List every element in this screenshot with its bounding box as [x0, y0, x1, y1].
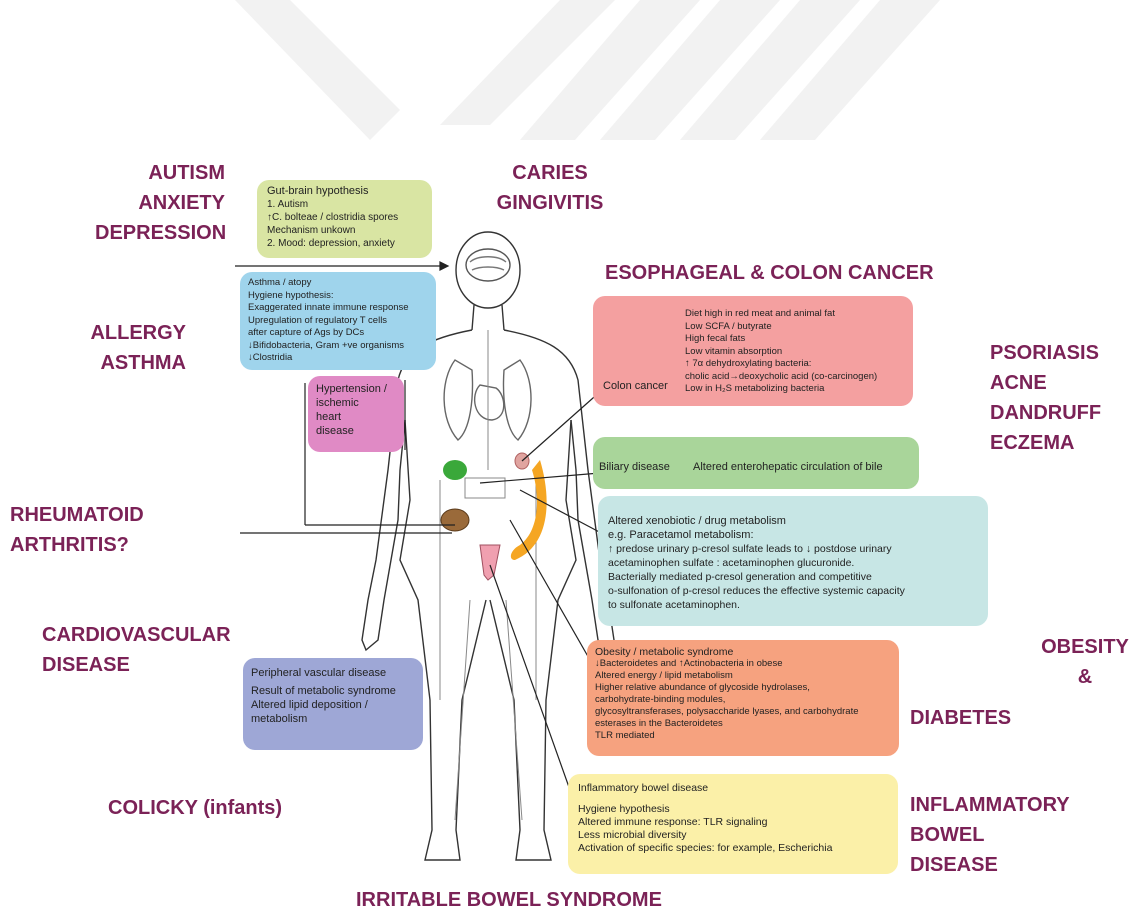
label-arthritis-line: ARTHRITIS?: [10, 530, 144, 560]
box-line: Altered lipid deposition /: [251, 698, 415, 712]
box-line: e.g. Paracetamol metabolism:: [608, 528, 978, 542]
label-depression-line: DEPRESSION: [95, 218, 225, 248]
box-line: Upregulation of regulatory T cells: [248, 315, 428, 328]
label-autism-line: AUTISM: [95, 158, 225, 188]
label-rheumatoid: RHEUMATOID ARTHRITIS?: [10, 500, 144, 560]
label-psoriasis: PSORIASIS ACNE DANDRUFF ECZEMA: [990, 338, 1101, 458]
box-line: glycosyltransferases, polysaccharide lya…: [595, 706, 891, 718]
box-title: Colon cancer: [603, 380, 668, 392]
box-line: Exaggerated innate immune response: [248, 302, 428, 315]
label-diabetes-line: DIABETES: [910, 703, 1011, 733]
box-line: ↓Bifidobacteria, Gram +ve organisms: [248, 340, 428, 353]
box-line: Activation of specific species: for exam…: [578, 842, 888, 855]
label-esophageal-line: ESOPHAGEAL & COLON CANCER: [605, 258, 934, 288]
box-line: TLR mediated: [595, 730, 891, 742]
label-diabetes: DIABETES: [910, 703, 1011, 733]
box-line: Mechanism unkown: [267, 224, 422, 237]
box-asthma: Asthma / atopy Hygiene hypothesis: Exagg…: [240, 272, 436, 370]
box-line: Hygiene hypothesis:: [248, 290, 428, 303]
box-line: Gut-brain hypothesis: [267, 185, 422, 198]
box-line: 1. Autism: [267, 198, 422, 211]
label-cardio-line: CARDIOVASCULAR: [42, 620, 231, 650]
label-anxiety-line: ANXIETY: [95, 188, 225, 218]
box-biliary: Biliary disease Altered enterohepatic ci…: [593, 437, 919, 489]
label-acne-line: ACNE: [990, 368, 1101, 398]
box-line: Less microbial diversity: [578, 829, 888, 842]
box-line: ↓Clostridia: [248, 352, 428, 365]
box-line: Low vitamin absorption: [685, 346, 877, 359]
box-obesity: Obesity / metabolic syndrome ↓Bacteroide…: [587, 640, 899, 756]
box-line: cholic acid→deoxycholic acid (co-carcino…: [685, 371, 877, 384]
label-allergy-line: ALLERGY: [66, 318, 186, 348]
box-line: carbohydrate-binding modules,: [595, 694, 891, 706]
box-line: Altered immune response: TLR signaling: [578, 816, 888, 829]
box-line: Hypertension /: [316, 382, 396, 396]
box-line: after capture of Ags by DCs: [248, 327, 428, 340]
box-colon-cancer: Colon cancer Diet high in red meat and a…: [593, 296, 913, 406]
box-line: Altered enterohepatic circulation of bil…: [693, 461, 883, 473]
box-ibd: Inflammatory bowel disease Hygiene hypot…: [568, 774, 898, 874]
label-obesity-line: OBESITY: [1030, 632, 1140, 662]
box-gut-brain: Gut-brain hypothesis 1. Autism ↑C. bolte…: [257, 180, 432, 258]
label-colicky: COLICKY (infants): [108, 793, 282, 823]
box-line: acetaminophen sulfate : acetaminophen gl…: [608, 556, 978, 570]
box-line: Inflammatory bowel disease: [578, 782, 888, 795]
box-hypertension: Hypertension / ischemic heart disease: [308, 376, 404, 452]
box-line: Diet high in red meat and animal fat: [685, 308, 877, 321]
label-ampersand-line: &: [1030, 662, 1140, 692]
label-ibd-line1: INFLAMMATORY: [910, 790, 1070, 820]
label-esophageal: ESOPHAGEAL & COLON CANCER: [605, 258, 934, 288]
label-eczema-line: ECZEMA: [990, 428, 1101, 458]
box-peripheral: Peripheral vascular disease Result of me…: [243, 658, 423, 750]
label-ibd-line3: DISEASE: [910, 850, 1070, 880]
label-dandruff-line: DANDRUFF: [990, 398, 1101, 428]
label-caries: CARIES GINGIVITIS: [485, 158, 615, 218]
box-line: Low SCFA / butyrate: [685, 321, 877, 334]
label-cardio-disease-line: DISEASE: [42, 650, 231, 680]
box-line: Higher relative abundance of glycoside h…: [595, 682, 891, 694]
box-xenobiotic: Altered xenobiotic / drug metabolism e.g…: [598, 496, 988, 626]
box-line: ↓Bacteroidetes and ↑Actinobacteria in ob…: [595, 658, 891, 670]
box-line: ↑ predose urinary p-cresol sulfate leads…: [608, 542, 978, 556]
label-asthma-line: ASTHMA: [66, 348, 186, 378]
label-ibs-line: IRRITABLE BOWEL SYNDROME: [356, 885, 662, 915]
box-line: Obesity / metabolic syndrome: [595, 646, 891, 658]
box-line: to sulfonate acetaminophen.: [608, 598, 978, 612]
box-line: 2. Mood: depression, anxiety: [267, 237, 422, 250]
box-line: Hygiene hypothesis: [578, 803, 888, 816]
box-line: metabolism: [251, 712, 415, 726]
box-line: Peripheral vascular disease: [251, 666, 415, 680]
box-line: Altered energy / lipid metabolism: [595, 670, 891, 682]
box-line: ↑C. bolteae / clostridia spores: [267, 211, 422, 224]
box-line: Asthma / atopy: [248, 277, 428, 290]
label-psoriasis-line: PSORIASIS: [990, 338, 1101, 368]
box-line: High fecal fats: [685, 333, 877, 346]
box-line: ischemic: [316, 396, 396, 410]
box-line: Altered xenobiotic / drug metabolism: [608, 514, 978, 528]
box-title: Biliary disease: [599, 461, 670, 473]
box-line: ↑ 7α dehydroxylating bacteria:: [685, 358, 877, 371]
box-line: esterases in the Bacteroidetes: [595, 718, 891, 730]
label-obesity: OBESITY &: [1030, 632, 1140, 692]
label-allergy: ALLERGY ASTHMA: [66, 318, 186, 378]
box-line: Bacterially mediated p-cresol generation…: [608, 570, 978, 584]
box-line: Result of metabolic syndrome: [251, 684, 415, 698]
label-colicky-line: COLICKY (infants): [108, 793, 282, 823]
box-line: o-sulfonation of p-cresol reduces the ef…: [608, 584, 978, 598]
label-ibd: INFLAMMATORY BOWEL DISEASE: [910, 790, 1070, 880]
box-line: disease: [316, 424, 396, 438]
label-ibs: IRRITABLE BOWEL SYNDROME: [356, 885, 662, 915]
label-cardio: CARDIOVASCULAR DISEASE: [42, 620, 231, 680]
box-line: heart: [316, 410, 396, 424]
label-caries-line: CARIES: [485, 158, 615, 188]
box-line: Low in H₂S metabolizing bacteria: [685, 383, 877, 396]
label-autism: AUTISM ANXIETY DEPRESSION: [95, 158, 225, 248]
label-ibd-line2: BOWEL: [910, 820, 1070, 850]
label-rheumatoid-line: RHEUMATOID: [10, 500, 144, 530]
label-gingivitis-line: GINGIVITIS: [485, 188, 615, 218]
